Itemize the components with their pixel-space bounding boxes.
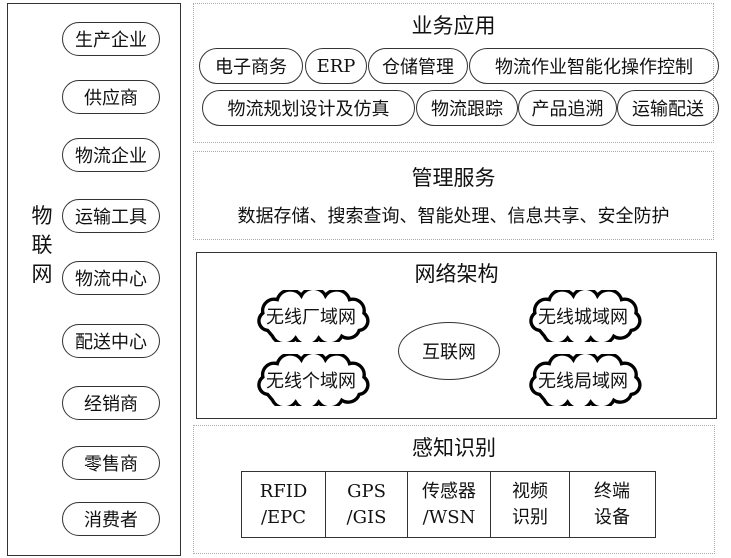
sensing-cell: 终端设备: [570, 472, 654, 537]
iot-item: 物流企业: [62, 138, 160, 172]
network-layer: 网络架构: [196, 252, 717, 419]
cloud-label: 无线厂域网: [266, 307, 356, 328]
cell-line: /GIS: [346, 506, 387, 528]
sensing-layer: 感知识别: [193, 425, 715, 554]
cell-line: 视频: [512, 480, 548, 502]
internet-ellipse: 互联网: [398, 322, 500, 380]
cell-line: 终端: [594, 480, 630, 502]
business-item: 物流跟踪: [416, 90, 518, 126]
sensing-cell: 传感器/WSN: [408, 472, 491, 537]
iot-panel: 物 联 网: [7, 3, 181, 556]
cloud-wireless-pan: 无线个域网: [243, 354, 379, 406]
cell-line: 设备: [594, 506, 630, 528]
iot-item: 运输工具: [62, 199, 160, 233]
business-item: 仓储管理: [368, 48, 468, 84]
cloud-label: 无线个域网: [266, 371, 356, 392]
management-layer: 管理服务 数据存储、搜索查询、智能处理、信息共享、安全防护: [193, 151, 714, 240]
business-layer: 业务应用: [193, 3, 714, 143]
management-title: 管理服务: [411, 166, 496, 190]
business-title: 业务应用: [411, 14, 496, 38]
cloud-wireless-man: 无线城域网: [515, 290, 651, 342]
sensing-cell: 视频识别: [491, 472, 570, 537]
cell-line: 传感器: [422, 480, 476, 502]
iot-label-char: 联: [31, 233, 53, 257]
iot-label: 物 联 网: [30, 202, 54, 289]
cell-line: /WSN: [422, 506, 476, 528]
cloud-wireless-lan: 无线局域网: [515, 354, 651, 406]
cell-line: GPS: [347, 480, 386, 502]
iot-item: 配送中心: [62, 324, 160, 358]
iot-label-char: 网: [31, 262, 53, 286]
cell-line: 识别: [512, 506, 548, 528]
iot-label-char: 物: [31, 204, 53, 228]
cloud-label: 无线局域网: [538, 371, 628, 392]
sensing-table: RFID/EPC GPS/GIS 传感器/WSN 视频识别 终端设备: [241, 471, 656, 538]
cloud-label: 无线城域网: [538, 307, 628, 328]
business-item: ERP: [305, 48, 367, 84]
business-item: 电子商务: [199, 48, 303, 84]
iot-item: 供应商: [62, 80, 160, 114]
cloud-wireless-wan: 无线厂域网: [243, 290, 379, 342]
iot-item: 经销商: [62, 386, 160, 420]
business-item: 物流规划设计及仿真: [202, 90, 415, 126]
sensing-title: 感知识别: [412, 436, 496, 460]
sensing-cell: GPS/GIS: [326, 472, 408, 537]
business-item: 运输配送: [617, 90, 719, 126]
network-title: 网络架构: [414, 262, 499, 286]
cell-line: /EPC: [260, 506, 307, 528]
iot-item: 物流中心: [62, 261, 160, 295]
business-item: 物流作业智能化操作控制: [469, 48, 719, 84]
cell-line: RFID: [259, 480, 308, 502]
iot-item: 生产企业: [62, 22, 160, 56]
iot-item: 零售商: [62, 446, 160, 480]
management-services: 数据存储、搜索查询、智能处理、信息共享、安全防护: [237, 206, 670, 227]
iot-item: 消费者: [62, 502, 160, 536]
business-item: 产品追溯: [518, 90, 617, 126]
sensing-cell: RFID/EPC: [242, 472, 326, 537]
